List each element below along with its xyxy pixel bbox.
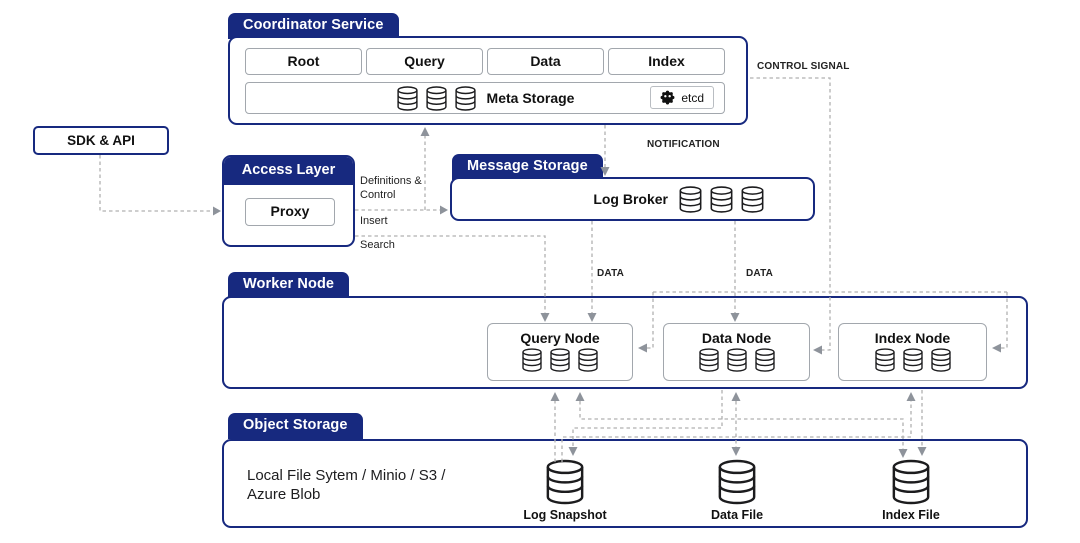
database-icon bbox=[698, 348, 719, 372]
root-coord-node: Root bbox=[245, 48, 362, 75]
index-coord-node: Index bbox=[608, 48, 725, 75]
definitions-control-label: Definitions & Control bbox=[360, 175, 422, 202]
data-file-store: Data File bbox=[677, 459, 797, 522]
worker-node-tab: Worker Node bbox=[228, 272, 350, 298]
object-storage-tab: Object Storage bbox=[228, 413, 363, 439]
insert-label: Insert bbox=[360, 215, 388, 227]
coordinator-service-title: Coordinator Service bbox=[243, 17, 384, 33]
database-icon bbox=[546, 459, 584, 505]
data-file-label: Data File bbox=[710, 508, 764, 522]
data-node-label: Data Node bbox=[701, 330, 772, 346]
data-node-databases bbox=[698, 348, 776, 372]
database-icon bbox=[718, 459, 756, 505]
data-label-data: DATA bbox=[746, 268, 774, 279]
index-node-databases bbox=[874, 348, 952, 372]
database-icon bbox=[930, 348, 951, 372]
etcd-badge: etcd bbox=[650, 86, 714, 109]
data-coord-node: Data bbox=[487, 48, 604, 75]
notification-label: NOTIFICATION bbox=[647, 139, 720, 150]
data-node-card: Data Node bbox=[663, 323, 810, 381]
coordinator-service-box: Root Query Data Index Meta Storage etcd bbox=[228, 36, 748, 125]
etcd-logo-icon bbox=[660, 90, 675, 105]
object-storage-title: Object Storage bbox=[243, 417, 348, 433]
database-icon bbox=[902, 348, 923, 372]
sdk-api-box: SDK & API bbox=[33, 126, 169, 155]
data-label-query: DATA bbox=[597, 268, 625, 279]
log-snapshot-label: Log Snapshot bbox=[523, 508, 607, 522]
index-file-label: Index File bbox=[882, 508, 940, 522]
sdk-api-label: SDK & API bbox=[67, 133, 135, 148]
access-layer-box: Access Layer Proxy bbox=[222, 155, 355, 247]
query-node-databases bbox=[521, 348, 599, 372]
access-layer-header: Access Layer bbox=[224, 157, 353, 185]
message-storage-box: Log Broker bbox=[450, 177, 815, 221]
log-broker-databases bbox=[678, 185, 765, 213]
index-node-label: Index Node bbox=[874, 330, 951, 346]
log-broker: Log Broker bbox=[593, 179, 765, 219]
coordinator-service-tab: Coordinator Service bbox=[228, 13, 399, 39]
index-node-card: Index Node bbox=[838, 323, 987, 381]
query-node-card: Query Node bbox=[487, 323, 633, 381]
database-icon bbox=[396, 85, 418, 111]
object-storage-description: Local File Sytem / Minio / S3 / Azure Bl… bbox=[247, 467, 446, 504]
worker-node-title: Worker Node bbox=[243, 276, 335, 292]
database-icon bbox=[425, 85, 447, 111]
meta-storage-databases bbox=[396, 85, 477, 111]
proxy-node: Proxy bbox=[245, 198, 335, 226]
log-snapshot-store: Log Snapshot bbox=[505, 459, 625, 522]
log-broker-label: Log Broker bbox=[593, 191, 668, 207]
search-label: Search bbox=[360, 239, 395, 251]
message-storage-title: Message Storage bbox=[467, 158, 588, 174]
database-icon bbox=[578, 348, 598, 372]
database-icon bbox=[874, 348, 895, 372]
database-icon bbox=[741, 185, 764, 213]
etcd-label: etcd bbox=[681, 90, 704, 105]
database-icon bbox=[550, 348, 570, 372]
query-coord-node: Query bbox=[366, 48, 483, 75]
database-icon bbox=[679, 185, 702, 213]
database-icon bbox=[454, 85, 476, 111]
index-file-store: Index File bbox=[851, 459, 971, 522]
database-icon bbox=[710, 185, 733, 213]
coordinator-nodes-row: Root Query Data Index bbox=[245, 48, 725, 75]
database-icon bbox=[892, 459, 930, 505]
database-icon bbox=[754, 348, 775, 372]
query-node-label: Query Node bbox=[520, 330, 600, 346]
meta-storage-label: Meta Storage bbox=[486, 90, 575, 106]
meta-storage-box: Meta Storage etcd bbox=[245, 82, 725, 114]
database-icon bbox=[726, 348, 747, 372]
control-signal-label: CONTROL SIGNAL bbox=[757, 61, 850, 72]
message-storage-tab: Message Storage bbox=[452, 154, 603, 180]
edge-sdk-to-access bbox=[99, 155, 213, 212]
access-layer-title: Access Layer bbox=[241, 162, 336, 178]
database-icon bbox=[522, 348, 542, 372]
